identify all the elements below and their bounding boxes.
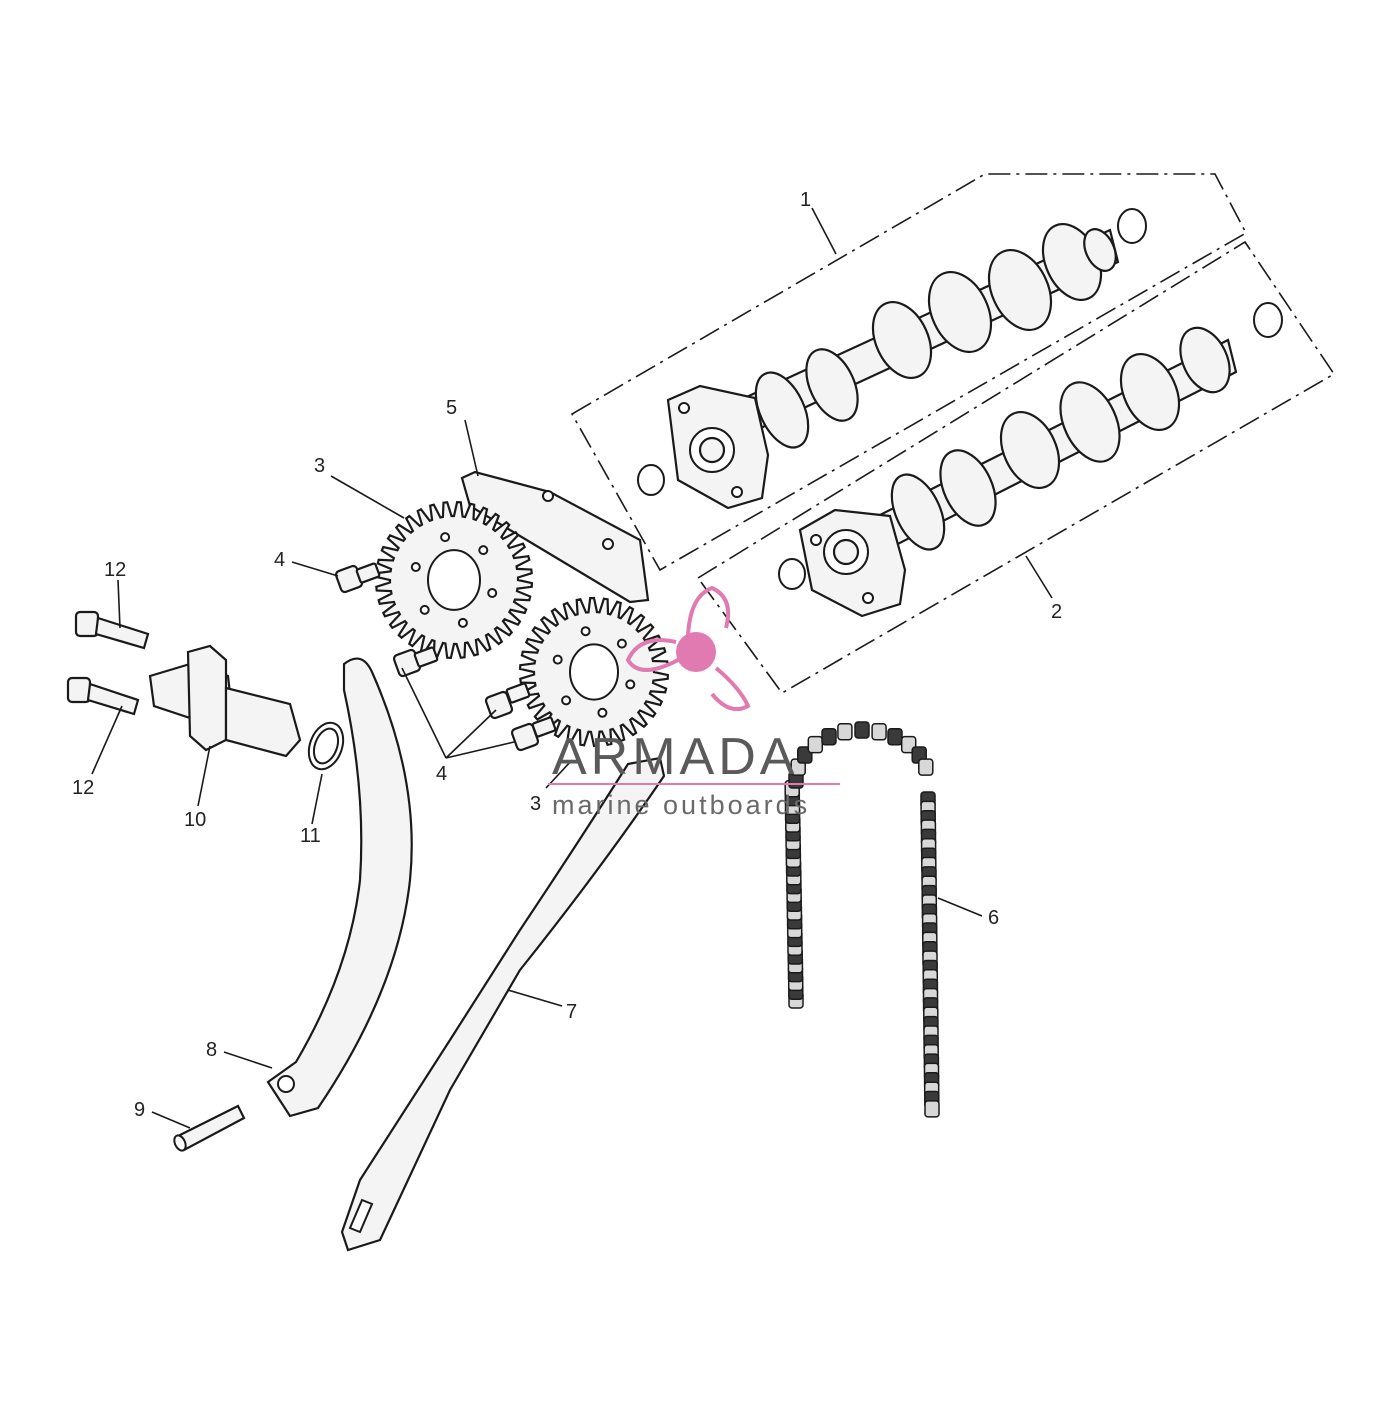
callout-1: 1	[800, 189, 811, 211]
camshaft-1-outline	[570, 173, 1248, 572]
chain-link	[924, 1100, 940, 1118]
bolt-4d	[510, 716, 557, 752]
callout-5: 5	[446, 397, 457, 419]
callout-10: 10	[184, 809, 206, 831]
callout-11: 11	[300, 825, 321, 847]
leader-lines	[91, 207, 1053, 1129]
callouts: 1 2 3 3 4 4 5 6 7 8 9 10 11 12 12	[72, 189, 1062, 1121]
sprocket-lower	[518, 596, 670, 748]
callout-4-lower: 4	[436, 763, 447, 785]
o-ring	[307, 721, 345, 771]
watermark: ARMADA marine outboards	[548, 728, 840, 820]
armada-logo	[625, 585, 751, 711]
chain-link	[887, 727, 903, 746]
callout-3-upper: 3	[314, 455, 325, 477]
timing-chain	[784, 721, 940, 1118]
chain-link	[807, 735, 824, 754]
fixed-guide	[340, 756, 666, 1252]
callout-3-lower: 3	[530, 793, 541, 815]
sprocket-upper	[374, 500, 534, 660]
chain-link	[918, 758, 934, 776]
bolt-12-upper	[74, 610, 150, 650]
bolt-4c	[484, 682, 531, 720]
callout-4-upper: 4	[274, 549, 285, 571]
pivot-pin	[173, 1104, 246, 1152]
bolt-12-lower	[66, 676, 140, 716]
callout-2: 2	[1051, 601, 1062, 623]
callout-9: 9	[134, 1099, 145, 1121]
chain-link	[854, 721, 870, 739]
camshaft-2-outline	[696, 240, 1336, 695]
camshaft-1	[637, 208, 1147, 510]
callout-12-lower: 12	[72, 777, 94, 799]
chain-tensioner	[148, 644, 302, 758]
chain-guide-upper	[460, 470, 650, 604]
callout-8: 8	[206, 1039, 217, 1061]
callout-6: 6	[988, 907, 999, 929]
tensioner-guide	[266, 657, 413, 1118]
camshaft-2	[778, 302, 1283, 618]
bolt-4a	[334, 562, 381, 594]
callout-7: 7	[566, 1001, 577, 1023]
chain-link	[871, 722, 887, 741]
chain-link	[821, 727, 837, 746]
chain-link	[837, 722, 853, 741]
callout-12-upper: 12	[104, 559, 126, 581]
watermark-brand: ARMADA	[552, 728, 798, 786]
bolt-4b	[392, 646, 439, 678]
watermark-tagline: marine outboards	[552, 790, 810, 820]
